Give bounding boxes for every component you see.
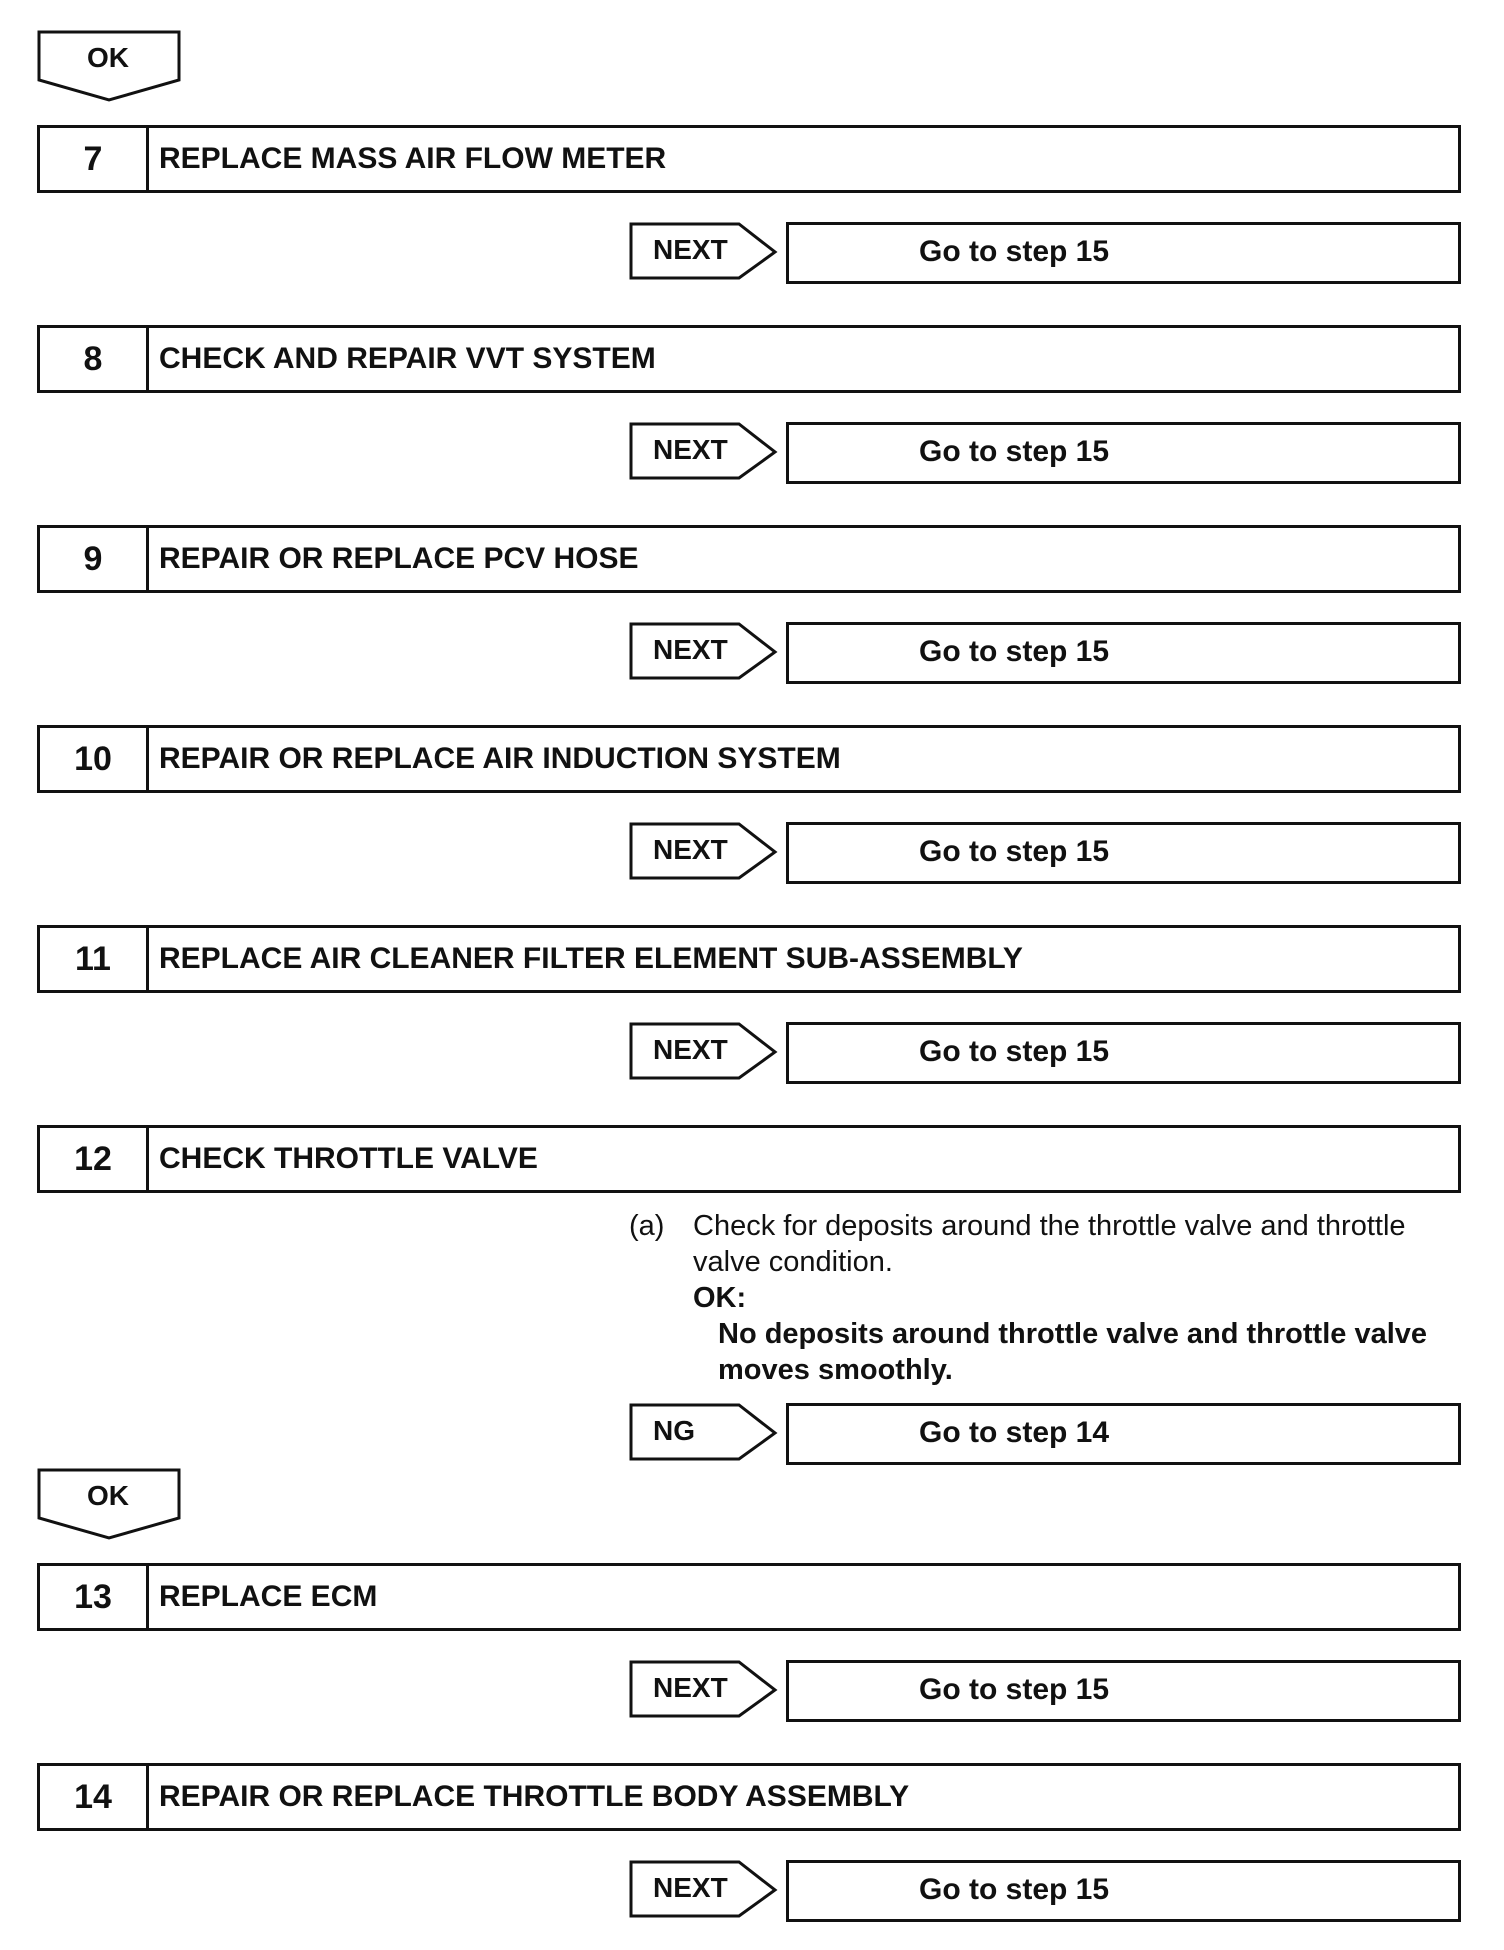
ng-tag: NG [629,1403,779,1463]
next-tag: NEXT [629,1660,779,1720]
step-title: REPLACE MASS AIR FLOW METER [159,142,667,175]
step-number: 12 [40,1128,149,1190]
ok-tag-shape [37,30,181,102]
ok-tag-label: OK [87,1480,129,1511]
next-tag: NEXT [629,822,779,882]
step-9: 9 REPAIR OR REPLACE PCV HOSE [37,525,1461,593]
next-label: NEXT [653,234,728,265]
goto-text: Go to step 15 [919,435,1110,468]
next-label: NEXT [653,1872,728,1903]
step-number: 8 [40,328,149,390]
step-13: 13 REPLACE ECM [37,1563,1461,1631]
goto-text: Go to step 15 [919,635,1110,668]
ok-tag-shape [37,1468,181,1540]
step-title: REPLACE ECM [159,1580,378,1613]
next-label: NEXT [653,434,728,465]
step-12: 12 CHECK THROTTLE VALVE [37,1125,1461,1193]
goto-text: Go to step 14 [919,1416,1110,1449]
step-8: 8 CHECK AND REPAIR VVT SYSTEM [37,325,1461,393]
goto-box: Go to step 15 [786,222,1461,284]
step-title: CHECK THROTTLE VALVE [159,1142,538,1175]
next-label: NEXT [653,1672,728,1703]
step-number: 13 [40,1566,149,1628]
step-10: 10 REPAIR OR REPLACE AIR INDUCTION SYSTE… [37,725,1461,793]
next-tag: NEXT [629,422,779,482]
next-tag: NEXT [629,1022,779,1082]
step-number: 10 [40,728,149,790]
ok-tag-top: OK [37,30,183,104]
ok-tag-step-12: OK [37,1468,183,1542]
ng-label: NG [653,1415,695,1446]
step-number: 14 [40,1766,149,1828]
note-ok-spec: No deposits around throttle valve and th… [718,1318,1428,1386]
note-item-label: (a) [629,1210,665,1242]
goto-box: Go to step 15 [786,1022,1461,1084]
step-title: REPAIR OR REPLACE AIR INDUCTION SYSTEM [159,742,841,775]
next-tag: NEXT [629,222,779,282]
goto-text: Go to step 15 [919,1673,1110,1706]
next-tag: NEXT [629,622,779,682]
next-label: NEXT [653,1034,728,1065]
ok-tag-label: OK [87,42,129,73]
goto-text: Go to step 15 [919,1873,1110,1906]
step-number: 9 [40,528,149,590]
goto-box: Go to step 15 [786,1860,1461,1922]
next-tag: NEXT [629,1860,779,1920]
goto-box: Go to step 15 [786,822,1461,884]
goto-box: Go to step 14 [786,1403,1461,1465]
goto-box: Go to step 15 [786,622,1461,684]
step-title: REPAIR OR REPLACE PCV HOSE [159,542,639,575]
step-number: 7 [40,128,149,190]
goto-text: Go to step 15 [919,835,1110,868]
goto-box: Go to step 15 [786,422,1461,484]
step-number: 11 [40,928,149,990]
goto-box: Go to step 15 [786,1660,1461,1722]
step-7: 7 REPLACE MASS AIR FLOW METER [37,125,1461,193]
step-title: REPAIR OR REPLACE THROTTLE BODY ASSEMBLY [159,1780,910,1813]
step-title: CHECK AND REPAIR VVT SYSTEM [159,342,656,375]
note-ok-label: OK: [693,1282,747,1314]
step-title: REPLACE AIR CLEANER FILTER ELEMENT SUB-A… [159,942,1023,975]
step-14: 14 REPAIR OR REPLACE THROTTLE BODY ASSEM… [37,1763,1461,1831]
note-body: Check for deposits around the throttle v… [693,1208,1463,1388]
goto-text: Go to step 15 [919,1035,1110,1068]
goto-text: Go to step 15 [919,235,1110,268]
step-11: 11 REPLACE AIR CLEANER FILTER ELEMENT SU… [37,925,1461,993]
next-label: NEXT [653,834,728,865]
note-text: Check for deposits around the throttle v… [693,1210,1406,1278]
next-label: NEXT [653,634,728,665]
